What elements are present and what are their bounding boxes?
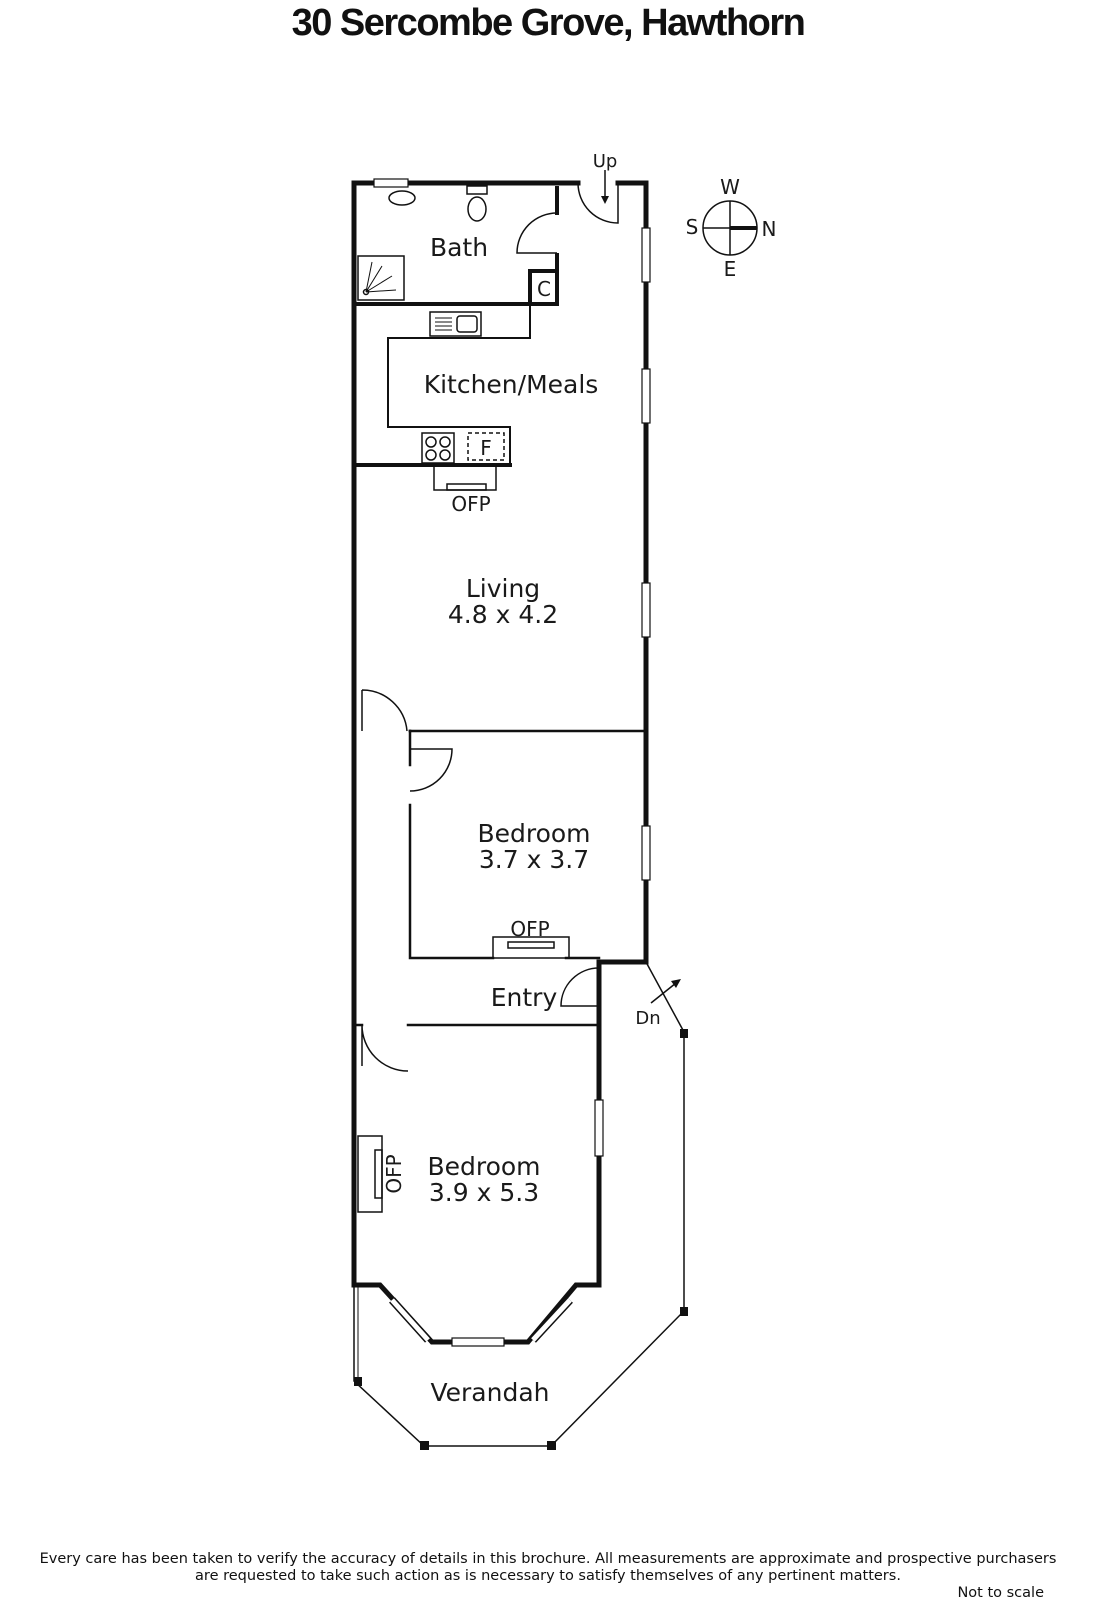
burner-icon — [425, 449, 437, 461]
verandah-post — [680, 1029, 688, 1038]
door-bath — [516, 212, 558, 254]
compass-west-label: W — [720, 175, 740, 199]
compass-south-label: S — [686, 215, 699, 239]
shower-icon — [357, 255, 405, 301]
disclaimer-line-1: Every care has been taken to verify the … — [39, 1551, 1057, 1567]
kitchen-bench — [387, 303, 531, 466]
down-arrowhead-icon — [671, 979, 681, 988]
scale-note: Not to scale — [957, 1585, 1044, 1601]
living-label: Living — [466, 574, 540, 603]
toilet-cistern-icon — [466, 185, 488, 195]
verandah-post — [354, 1377, 362, 1386]
door-entry-back — [577, 182, 619, 224]
window — [641, 582, 651, 638]
bath-label: Bath — [430, 233, 488, 262]
cooktop-icon — [421, 432, 455, 464]
verandah-label: Verandah — [430, 1378, 549, 1407]
fireplace-bedroom1-icon — [492, 936, 570, 959]
window — [594, 1099, 604, 1157]
shower-drain-icon — [362, 288, 370, 296]
ofp-living-label: OFP — [451, 492, 490, 516]
window — [641, 227, 651, 283]
compass-north-label: N — [762, 217, 777, 241]
bath-wall — [352, 269, 559, 306]
ofp-bedroom2-label: OFP — [382, 1154, 406, 1193]
window — [373, 178, 409, 188]
up-arrowhead-icon — [601, 196, 609, 204]
bedroom2-size: 3.9 x 5.3 — [429, 1178, 539, 1207]
fireplace-hearth-icon — [507, 941, 555, 949]
bedroom1-size: 3.7 x 3.7 — [479, 845, 589, 874]
ofp-bedroom1-label: OFP — [510, 917, 549, 941]
down-arrow-icon — [650, 982, 677, 1004]
bath-fixtures — [357, 185, 488, 301]
bedroom1-label: Bedroom — [477, 819, 590, 848]
verandah-post — [420, 1441, 429, 1450]
fireplace-hearth-icon — [446, 483, 487, 491]
hall-wall-left — [408, 729, 601, 960]
toilet-bowl-icon — [467, 196, 487, 222]
stairs-down-label: Dn — [635, 1008, 660, 1029]
door-bedroom2 — [361, 1024, 409, 1072]
compass-east-label: E — [724, 257, 737, 281]
basin-icon — [388, 190, 416, 206]
burner-icon — [439, 449, 451, 461]
disclaimer-line-2: are requested to take such action as is … — [195, 1568, 901, 1584]
fridge-label: F — [480, 436, 492, 460]
window — [641, 825, 651, 881]
doors — [361, 182, 619, 1072]
verandah-post — [547, 1441, 556, 1450]
sink-drainer-icon — [435, 317, 452, 331]
cupboard-label: C — [537, 277, 551, 301]
windows — [373, 178, 651, 1347]
window-bay-inner — [390, 1298, 430, 1342]
fireplaces — [357, 465, 570, 1213]
fireplace-bedroom2-icon — [357, 1135, 383, 1213]
living-size: 4.8 x 4.2 — [448, 600, 558, 629]
burner-icon — [439, 436, 451, 448]
kitchen-fixtures — [421, 311, 505, 464]
fridge-icon — [467, 432, 505, 461]
sink-icon — [429, 311, 482, 337]
door-bedroom1 — [409, 748, 453, 792]
disclaimer: Every care has been taken to verify the … — [0, 1551, 1096, 1585]
stair-arrows — [601, 170, 681, 1004]
door-entry-front — [560, 967, 600, 1007]
verandah-posts — [354, 1029, 688, 1450]
sink-bowl-icon — [456, 315, 478, 333]
verandah-post — [680, 1307, 688, 1316]
window-bay-inner — [531, 1298, 572, 1342]
entry-label: Entry — [491, 983, 558, 1012]
shower-spray-icon — [365, 261, 397, 293]
compass: W E S N — [686, 175, 777, 281]
window — [451, 1337, 505, 1347]
kitchen-label: Kitchen/Meals — [424, 370, 599, 399]
window — [641, 368, 651, 424]
burner-icon — [425, 436, 437, 448]
plan-title: 30 Sercombe Grove, Hawthorn — [291, 2, 806, 44]
bedroom2-label: Bedroom — [427, 1152, 540, 1181]
stairs-up-label: Up — [593, 151, 618, 172]
door-living — [361, 689, 408, 732]
fireplace-hearth-icon — [374, 1149, 383, 1199]
